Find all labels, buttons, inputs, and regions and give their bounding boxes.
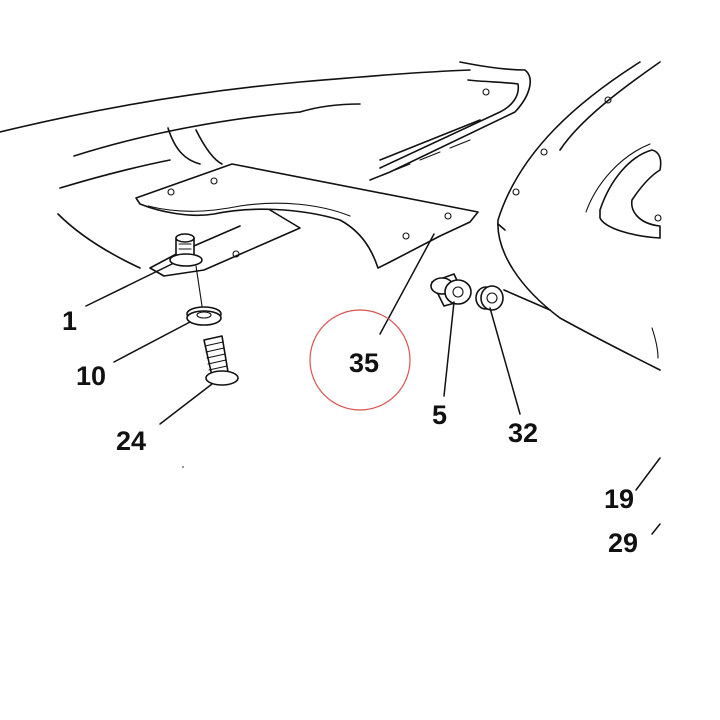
- nut-part-32: [475, 285, 504, 311]
- callout-35: 35: [349, 348, 379, 378]
- callout-29: 29: [608, 528, 638, 558]
- callout-1: 1: [62, 306, 77, 336]
- rail-channel: [369, 61, 531, 181]
- leader-1: [85, 263, 173, 307]
- callout-5: 5: [432, 400, 447, 430]
- highlight-circle: [309, 309, 411, 411]
- callout-19: 19: [604, 484, 634, 514]
- leader-32: [489, 307, 521, 415]
- bracket-35: [135, 163, 479, 277]
- bushing-part-5: [430, 273, 472, 307]
- stray-dot: [182, 466, 184, 468]
- side-panel: [497, 61, 662, 371]
- leader-35: [379, 233, 435, 335]
- leader-24: [159, 383, 213, 425]
- washer-part-10: [186, 306, 222, 326]
- leader-19: [635, 457, 661, 491]
- callout-10: 10: [76, 361, 106, 391]
- callouts: 1 10 24 35 5 32 19 29: [62, 306, 638, 558]
- leader-29: [651, 523, 661, 535]
- callout-24: 24: [116, 426, 146, 456]
- leader-lines: [85, 233, 661, 535]
- leader-10: [113, 321, 191, 363]
- hood-panel: [0, 69, 471, 269]
- callout-32: 32: [508, 418, 538, 448]
- bolt-part-24: [203, 335, 239, 386]
- leader-5: [443, 301, 455, 397]
- stud-part-1: [169, 233, 203, 267]
